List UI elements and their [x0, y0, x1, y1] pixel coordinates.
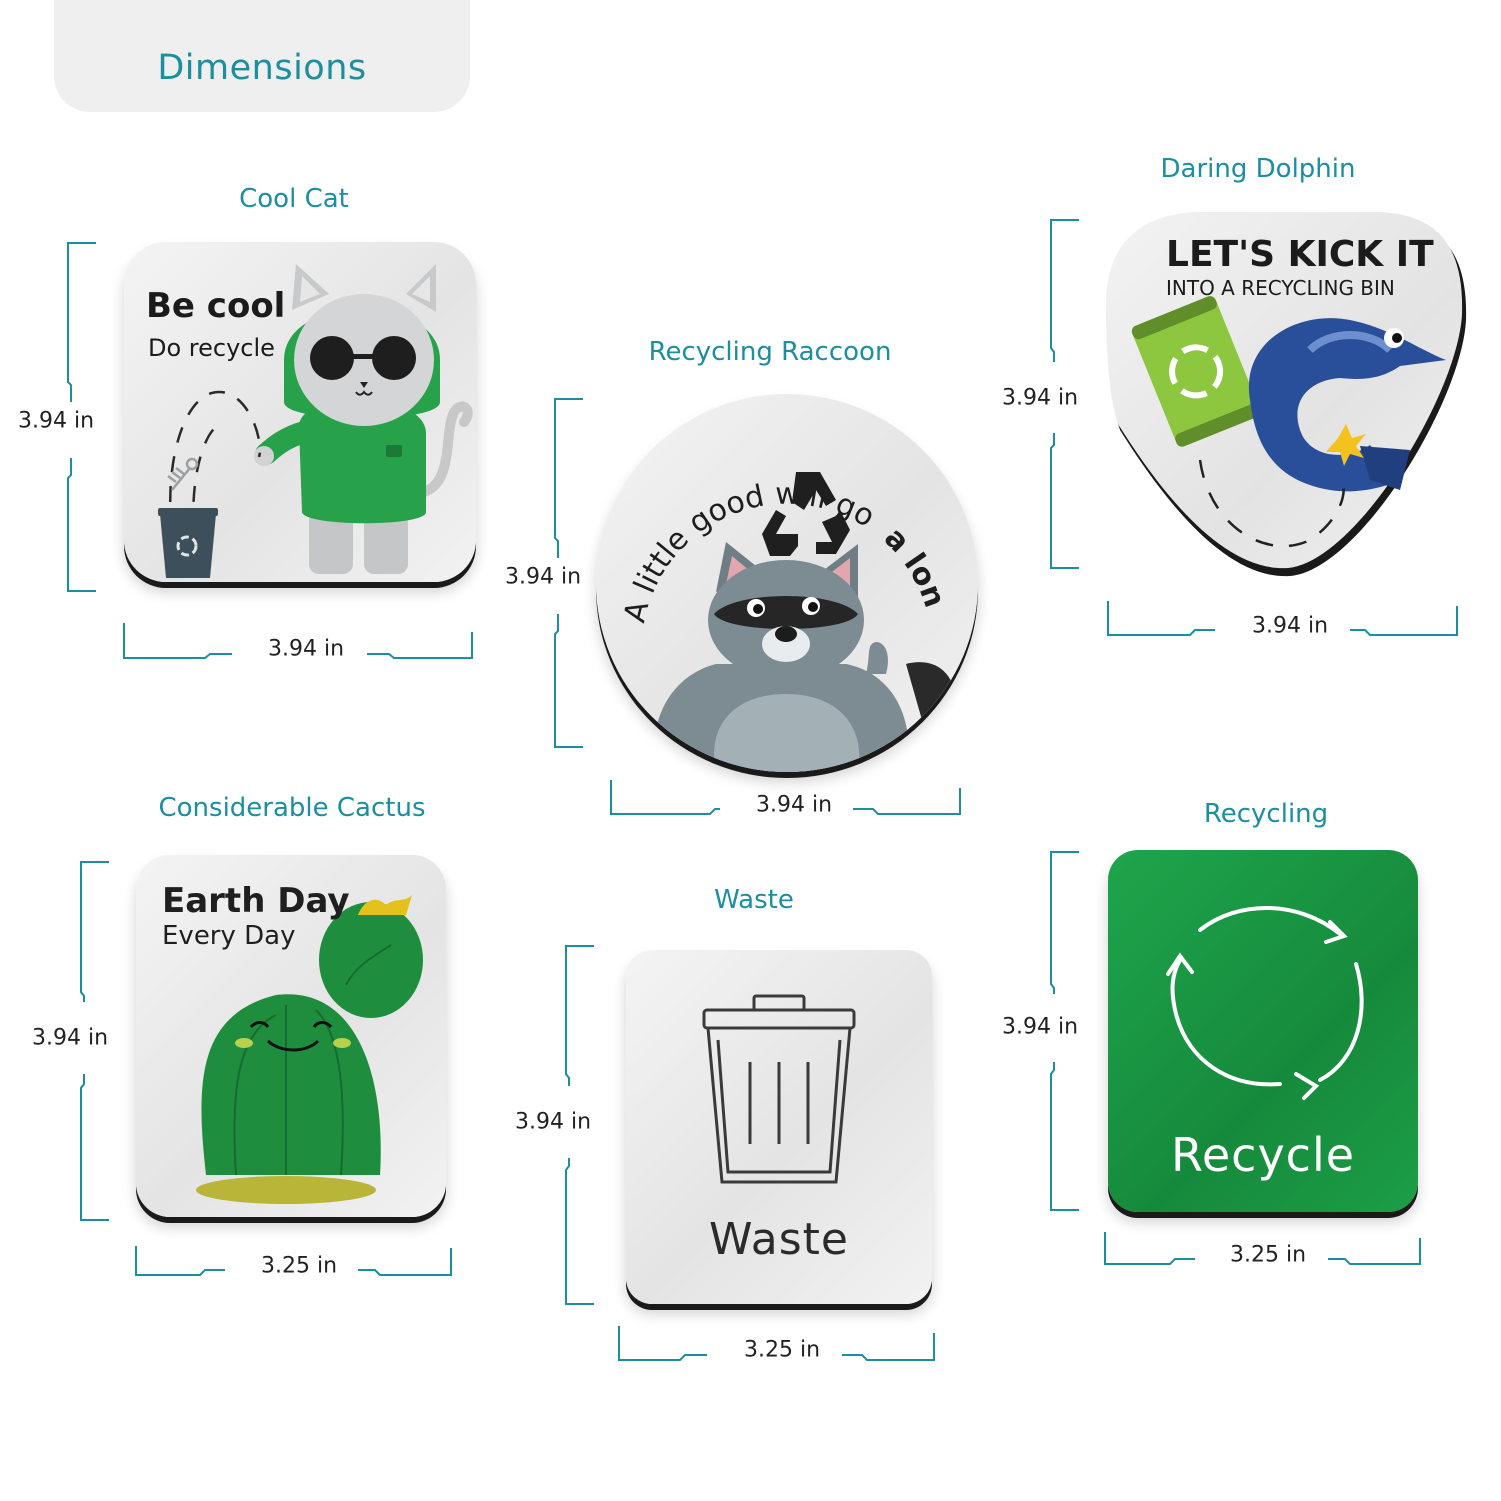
recycle-arrows-icon: [1166, 906, 1364, 1100]
magnet-waste: Waste: [626, 950, 932, 1304]
product-name-cool-cat: Cool Cat: [239, 184, 349, 214]
width-label-recycling: 3.25 in: [1225, 1242, 1311, 1268]
card-headline: LET'S KICK IT: [1166, 234, 1434, 275]
height-label-recycling-raccoon: 3.94 in: [500, 564, 586, 590]
height-label-waste: 3.94 in: [510, 1109, 596, 1135]
magnet-recycling: Recycle: [1108, 850, 1418, 1212]
width-label-cool-cat: 3.94 in: [263, 636, 349, 662]
card-caption: Waste: [709, 1214, 849, 1265]
magnet-daring-dolphin: LET'S KICK IT INTO A RECYCLING BIN: [1100, 210, 1472, 582]
product-name-recycling: Recycling: [1203, 799, 1329, 829]
product-name-considerable-cactus: Considerable Cactus: [158, 793, 426, 823]
page-title: Dimensions: [157, 48, 367, 88]
product-name-waste: Waste: [714, 885, 794, 915]
magnet-recycling-raccoon: A little good will go a long way: [596, 394, 978, 772]
card-subline: Every Day: [162, 921, 296, 951]
magnet-considerable-cactus: Earth Day Every Day: [136, 855, 446, 1217]
cat-illustration: [158, 264, 473, 578]
raccoon-illustration: A little good will go a long way: [596, 394, 956, 772]
dolphin-illustration: [1106, 212, 1467, 577]
width-label-waste: 3.25 in: [739, 1337, 825, 1363]
height-label-recycling: 3.94 in: [997, 1014, 1083, 1040]
height-label-daring-dolphin: 3.94 in: [997, 385, 1083, 411]
card-headline: Earth Day: [162, 881, 350, 921]
width-label-considerable-cactus: 3.25 in: [256, 1253, 342, 1279]
height-label-cool-cat: 3.94 in: [13, 408, 99, 434]
magnet-cool-cat: Be cool Do recycle: [124, 242, 476, 582]
header-tab: Dimensions: [54, 0, 470, 112]
width-label-daring-dolphin: 3.94 in: [1247, 613, 1333, 639]
card-headline: Be cool: [146, 286, 286, 326]
card-caption: Recycle: [1170, 1128, 1356, 1182]
width-label-recycling-raccoon: 3.94 in: [751, 792, 837, 818]
card-subline: INTO A RECYCLING BIN: [1166, 276, 1395, 300]
product-name-daring-dolphin: Daring Dolphin: [1160, 154, 1356, 184]
product-name-recycling-raccoon: Recycling Raccoon: [648, 337, 892, 367]
height-label-considerable-cactus: 3.94 in: [27, 1025, 113, 1051]
recycle-symbol-icon: [762, 472, 850, 556]
cactus-illustration: [196, 895, 423, 1204]
trash-can-icon: [702, 994, 856, 1184]
card-subline: Do recycle: [148, 334, 275, 362]
